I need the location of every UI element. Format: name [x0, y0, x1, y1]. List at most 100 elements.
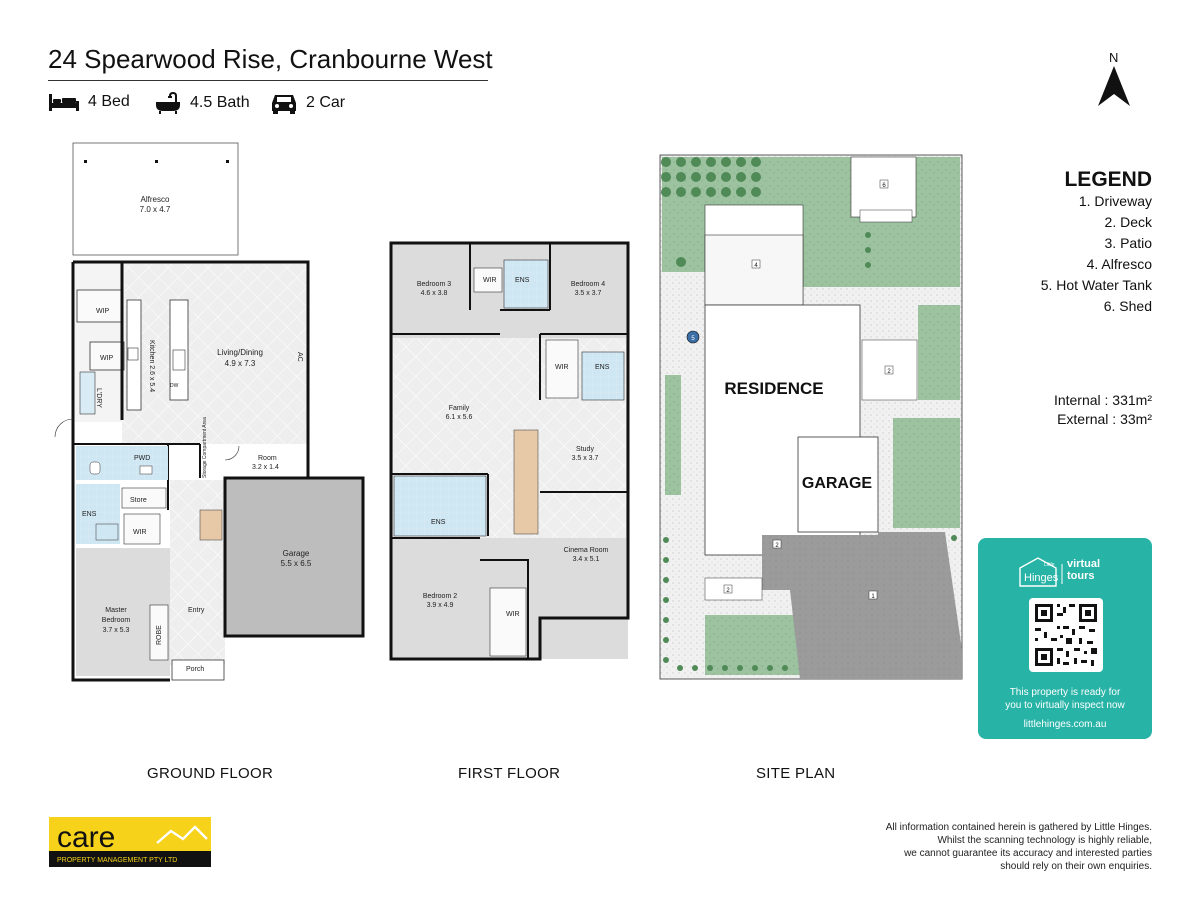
bedroom2-label: Bedroom 2: [423, 593, 457, 600]
legend-item: 1. Driveway: [1078, 193, 1152, 209]
legend-item: 4. Alfresco: [1086, 256, 1152, 272]
qr-code[interactable]: [1029, 598, 1103, 672]
cinema-dim: 3.4 x 5.1: [573, 556, 600, 563]
internal-area-label: Internal: [1053, 392, 1101, 408]
master-label-2: Bedroom: [102, 617, 131, 624]
disclaimer-line: we cannot guarantee its accuracy and int…: [904, 848, 1152, 859]
kitchen-label: Kitchen 2.6 x 5.4: [148, 340, 155, 392]
promo-message-2: you to virtually inspect now: [1005, 700, 1125, 711]
disclaimer-line: All information contained herein is gath…: [885, 822, 1152, 833]
bath-label: 4.5 Bath: [190, 94, 250, 111]
care-property-logo: care PROPERTY MANAGEMENT PTY LTD: [49, 817, 211, 867]
room-dim: 3.2 x 1.4: [252, 464, 279, 471]
external-area-label: External :: [1057, 411, 1117, 427]
study-dim: 3.5 x 3.7: [572, 455, 599, 462]
garage-footprint: [797, 436, 879, 533]
legend-title: LEGEND: [1064, 168, 1152, 191]
car-count: 2 Car: [270, 92, 345, 114]
internal-area-value: : 331m²: [1104, 392, 1152, 408]
alfresco-dim: 7.0 x 4.7: [140, 205, 171, 214]
staircase: [513, 429, 539, 535]
powder-room-label: PWD: [134, 455, 150, 462]
study-label: Study: [576, 446, 594, 453]
dw-label: DW: [170, 383, 179, 389]
ensuite-label-c: ENS: [431, 519, 446, 526]
garage-site-label: GARAGE: [802, 475, 873, 492]
bed-count: 4 Bed: [48, 92, 130, 112]
ground-floor-title: GROUND FLOOR: [147, 765, 274, 782]
porch-label: Porch: [186, 666, 204, 673]
marker-6: 6: [882, 183, 886, 189]
brand-product: virtual tours: [1067, 558, 1101, 582]
car-icon: [270, 92, 298, 114]
wip-label-2: WIP: [100, 355, 114, 362]
first-floor-plan: Bedroom 3 4.6 x 3.8 WIR ENS Bedroom 4 3.…: [389, 241, 630, 661]
legend-item: 2. Deck: [1104, 214, 1152, 230]
family-dim: 6.1 x 5.6: [446, 414, 473, 421]
disclaimer-line: Whilst the scanning technology is highly…: [937, 835, 1152, 846]
garage-dim: 5.5 x 6.5: [281, 559, 312, 568]
ensuite-label-b: ENS: [595, 364, 610, 371]
bedroom3-dim: 4.6 x 3.8: [421, 290, 448, 297]
legend-item: 6. Shed: [1103, 298, 1152, 314]
wip-label-1: WIP: [96, 308, 110, 315]
storage-label: Storage Compartment Area: [202, 417, 208, 478]
little-hinges-logo: Little Hinges virtual tours: [1016, 554, 1116, 593]
robe-label: ROBE: [156, 625, 163, 645]
promo-url-link[interactable]: littlehinges.com.au: [1023, 719, 1107, 730]
marker-1: 1: [871, 594, 875, 600]
garage-floor: [223, 476, 365, 638]
master-dim: 3.7 x 5.3: [103, 627, 130, 634]
legend-item: 5. Hot Water Tank: [1040, 277, 1152, 293]
ac-label: AC: [296, 352, 303, 362]
title-divider: [48, 80, 488, 81]
site-plan-title: SITE PLAN: [756, 765, 836, 782]
wir-label-c: WIR: [506, 611, 520, 618]
internal-area: Internal : 331m²: [1054, 392, 1152, 408]
alfresco-label: Alfresco: [141, 195, 170, 204]
marker-2a: 2: [887, 369, 891, 375]
laundry-label: L'DRY: [95, 388, 102, 408]
hot-water-tank: [686, 330, 700, 344]
marker-5: 5: [691, 336, 695, 342]
entry-label: Entry: [188, 607, 205, 614]
brand-name: Hinges: [1024, 572, 1059, 584]
driveway: [762, 532, 962, 679]
wir-label-ground: WIR: [133, 529, 147, 536]
store-label: Store: [130, 497, 147, 504]
disclaimer-line: should rely on their own enquiries.: [1000, 861, 1152, 872]
wir-label-b: WIR: [555, 364, 569, 371]
living-label: Living/Dining: [217, 348, 263, 357]
external-area-value: 33m²: [1120, 411, 1152, 427]
bedroom2-dim: 3.9 x 4.9: [427, 602, 454, 609]
bedroom3-label: Bedroom 3: [417, 281, 451, 288]
bedroom4-label: Bedroom 4: [571, 281, 605, 288]
logo-tagline: PROPERTY MANAGEMENT PTY LTD: [57, 857, 177, 864]
ground-floor-plan: Alfresco 7.0 x 4.7 Living/Dining 4.9 x 7…: [54, 142, 365, 682]
disclaimer: All information contained herein is gath…: [752, 821, 1152, 873]
living-dining-floor: [122, 262, 308, 444]
bed-icon: [48, 92, 80, 112]
bed-label: 4 Bed: [88, 93, 130, 110]
compass-label: N: [1109, 50, 1118, 65]
external-area: External : 33m²: [1057, 411, 1152, 427]
living-dim: 4.9 x 7.3: [225, 359, 256, 368]
cinema-label: Cinema Room: [564, 547, 609, 554]
logo-brand: care: [57, 821, 115, 854]
marker-2c: 2: [726, 588, 730, 594]
bath-icon: [154, 92, 182, 114]
legend-list: 1. Driveway 2. Deck 3. Patio 4. Alfresco…: [952, 191, 1152, 317]
bedroom4-dim: 3.5 x 3.7: [575, 290, 602, 297]
family-label: Family: [449, 405, 470, 412]
legend-item: 3. Patio: [1104, 235, 1152, 251]
ensuite-label-a: ENS: [515, 277, 530, 284]
marker-4: 4: [754, 263, 758, 269]
master-label-1: Master: [105, 607, 127, 614]
room-label: Room: [258, 455, 277, 462]
property-address: 24 Spearwood Rise, Cranbourne West: [48, 44, 493, 74]
brand-small: Little: [1044, 562, 1055, 568]
site-plan: 6 4 RESIDENCE GARAGE 2 5 1 2 2: [659, 154, 963, 680]
virtual-tour-card[interactable]: Little Hinges virtual tours This propert…: [978, 538, 1152, 739]
promo-message-1: This property is ready for: [1009, 687, 1121, 698]
